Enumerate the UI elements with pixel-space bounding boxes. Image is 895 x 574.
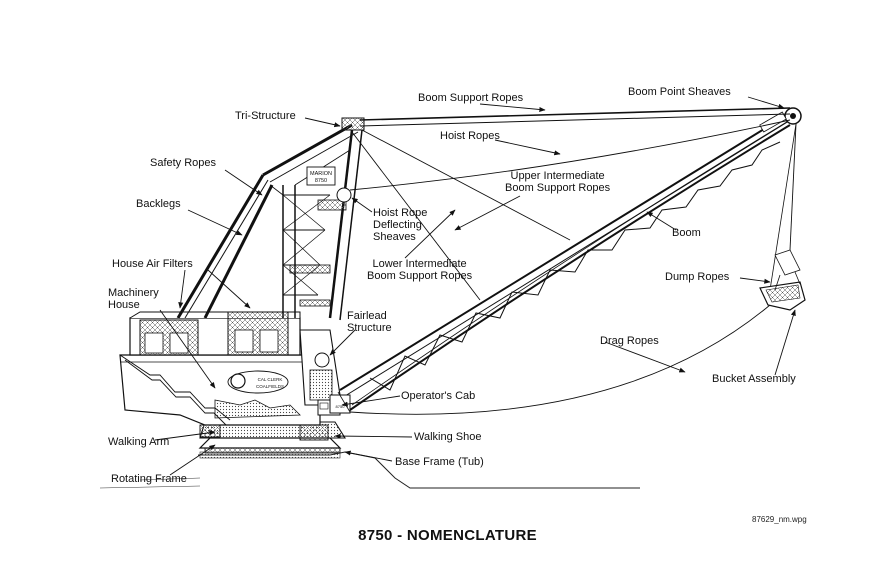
label-safety-ropes: Safety Ropes	[150, 157, 217, 169]
fairlead-structure	[299, 329, 341, 406]
arrow-house-air-filters-2	[207, 269, 251, 309]
diagram-title: 8750 - NOMENCLATURE	[358, 527, 537, 544]
tri-structure	[176, 117, 365, 321]
arrow-safety-ropes	[224, 169, 263, 196]
arrow-tri-structure	[304, 117, 341, 128]
svg-text:8750: 8750	[336, 404, 346, 409]
label-drag-ropes: Drag Ropes	[600, 335, 659, 347]
arrow-walking-arm	[154, 430, 216, 441]
label-walking-shoe: Walking Shoe	[414, 431, 482, 443]
arrow-hoist-rope-deflecting	[351, 197, 373, 213]
arrow-fairlead-structure	[329, 329, 356, 356]
arrow-house-air-filters-1	[178, 269, 186, 309]
boom: 8750	[329, 107, 802, 414]
label-backlegs: Backlegs	[136, 198, 181, 210]
label-boom: Boom	[672, 227, 701, 239]
arrow-boom-point-sheaves	[747, 96, 785, 109]
label-boom-point-sheaves: Boom Point Sheaves	[628, 86, 731, 98]
label-operators-cab: Operator's Cab	[401, 390, 476, 402]
arrow-lower-intermediate	[404, 209, 456, 259]
arrow-dump-ropes	[739, 277, 771, 284]
arrow-bucket-assembly	[774, 309, 796, 376]
label-walking-arm: Walking Arm	[108, 436, 170, 448]
arrow-walking-shoe	[334, 433, 413, 439]
ropes	[337, 107, 797, 415]
arrow-hoist-ropes	[494, 139, 561, 156]
label-house-air-filters: House Air Filters	[112, 258, 193, 270]
label-upper-intermediate-boom-support-ropes: Upper Intermediate Boom Support Ropes	[505, 170, 611, 194]
label-bucket-assembly: Bucket Assembly	[712, 373, 796, 385]
label-dump-ropes: Dump Ropes	[665, 271, 730, 283]
arrow-base-frame	[344, 450, 393, 462]
label-rotating-frame: Rotating Frame	[111, 473, 187, 485]
leader-lines	[154, 96, 796, 476]
arrow-operators-cab	[341, 395, 401, 407]
side-logo-line-1: CAL CLERK	[258, 377, 283, 382]
arrow-drag-ropes	[604, 341, 686, 373]
side-logo-line-2: COALFIELDS	[256, 384, 284, 389]
arrow-boom-support-ropes	[479, 103, 546, 112]
arrow-upper-intermediate	[454, 195, 521, 231]
file-name: 87629_nm.wpg	[752, 515, 807, 524]
label-boom-support-ropes: Boom Support Ropes	[418, 92, 524, 104]
badge-line-2: 8750	[315, 178, 327, 184]
arrow-rotating-frame	[169, 444, 216, 476]
bucket-assembly	[759, 249, 806, 311]
arrow-backlegs	[187, 209, 243, 236]
label-fairlead-structure: Fairlead Structure	[347, 310, 392, 334]
machinery-house-body	[119, 311, 329, 441]
arrow-machinery-house	[159, 309, 216, 389]
label-lower-intermediate-boom-support-ropes: Lower Intermediate Boom Support Ropes	[367, 258, 473, 282]
label-hoist-rope-deflecting-sheaves: Hoist Rope Deflecting Sheaves	[373, 207, 428, 243]
label-tri-structure: Tri-Structure	[235, 110, 296, 122]
badge-line-1: MARION	[310, 171, 332, 177]
label-machinery-house: Machinery House	[108, 287, 159, 311]
machine-badge: MARION 8750	[306, 166, 336, 186]
arrow-boom	[646, 211, 677, 231]
label-hoist-ropes: Hoist Ropes	[440, 130, 500, 142]
label-base-frame-tub: Base Frame (Tub)	[395, 456, 484, 468]
